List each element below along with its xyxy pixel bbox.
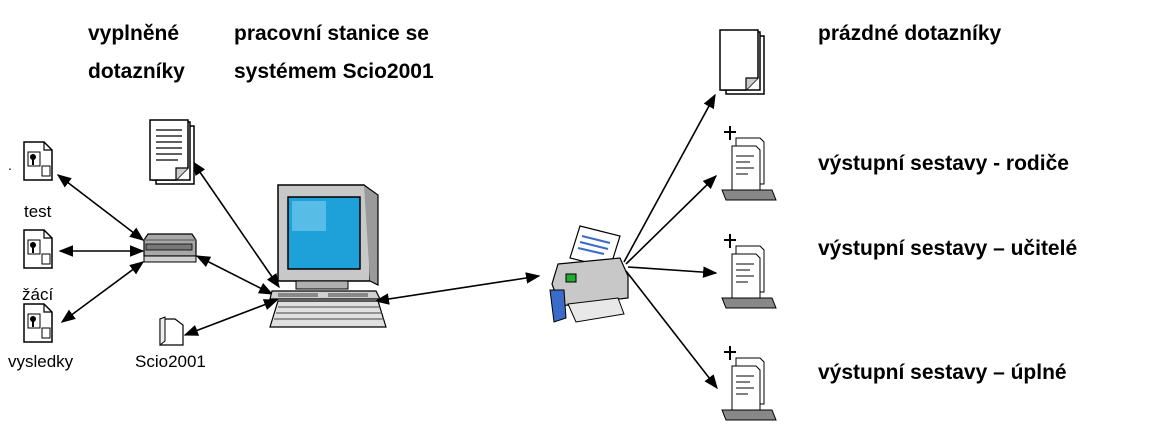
arrow-printer-empty (623, 93, 716, 263)
arrow-printer-teachers (627, 266, 718, 278)
label-filled-1: vyplněné (88, 22, 180, 45)
arrow-printer-full (625, 270, 718, 390)
file-key-icon (23, 229, 53, 269)
stray-dot: . (8, 157, 12, 173)
label-filled-2: dotazníky (88, 60, 185, 83)
arrow-test-scanner (56, 174, 145, 241)
arrow-computer-printer (374, 272, 541, 305)
label-station-1: pracovní stanice se (234, 22, 429, 45)
document-stack-icon (149, 119, 195, 185)
label-empty-forms: prázdné dotazníky (818, 22, 1002, 45)
file-key-icon (23, 303, 53, 343)
computer-icon (269, 184, 387, 328)
label-output-parents: výstupní sestavy - rodiče (818, 152, 1069, 175)
arrow-results-scanner (60, 261, 145, 323)
label-output-full: výstupní sestavy – úplné (818, 361, 1067, 384)
folder-icon (159, 316, 184, 347)
arrow-forms-computer (192, 160, 280, 289)
file-label-students: žácí (22, 285, 54, 304)
scanner-icon (143, 233, 197, 263)
report-icon (721, 126, 777, 201)
label-station-2: systémem Scio2001 (234, 60, 434, 83)
file-label-scio: Scio2001 (135, 352, 206, 371)
file-label-results: vysledky (8, 352, 74, 371)
file-key-icon (23, 141, 53, 181)
file-label-test: test (24, 202, 52, 221)
document-stack-icon (719, 29, 765, 95)
arrow-scio-computer (183, 299, 279, 336)
label-output-teachers: výstupní sestavy – učitelé (818, 237, 1078, 260)
arrow-printer-parents (625, 174, 718, 265)
printer-icon (549, 225, 629, 323)
report-icon (721, 346, 777, 421)
report-icon (721, 234, 777, 309)
